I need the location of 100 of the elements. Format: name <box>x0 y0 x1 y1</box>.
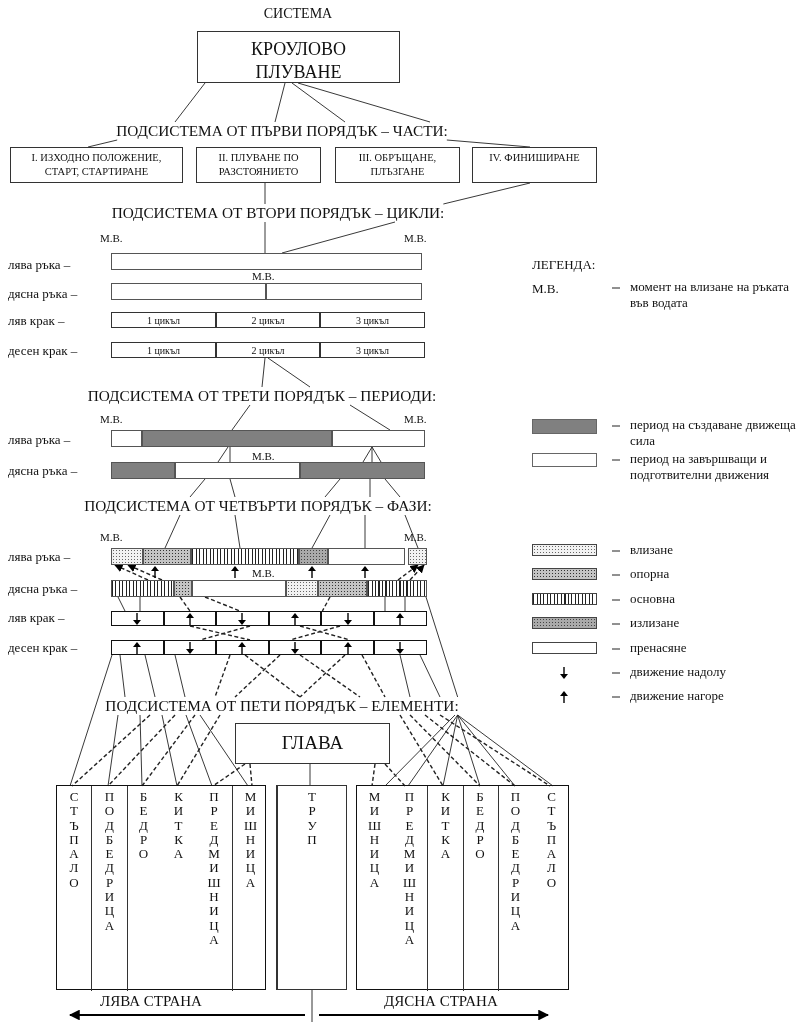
body-part-column: ПОДБЕДРИЦА <box>498 786 533 991</box>
connector-line <box>457 714 516 787</box>
connector-line <box>399 654 411 698</box>
section-heading: ПОДСИСТЕМА ОТ ПЕТИ ПОРЯДЪК – ЕЛЕМЕНТИ: <box>105 697 459 715</box>
period-segment <box>175 462 300 479</box>
cycle-segment: 3 цикъл <box>320 342 425 358</box>
legend-text: движение нагоре <box>630 688 725 704</box>
cycle-segment: 1 цикъл <box>111 312 216 328</box>
entry-marker-label: М.В. <box>252 270 275 282</box>
phase-segment <box>299 548 328 565</box>
leg-phase-cell <box>374 640 427 655</box>
body-part-column: КИТКА <box>161 786 196 991</box>
connector-line <box>404 514 419 549</box>
connector-line <box>309 763 311 786</box>
part-box: IV. ФИНИШИРАНЕ <box>472 147 597 183</box>
row-label: десен крак – <box>8 343 78 359</box>
legend-text: момент на влизане на ръката във водата <box>630 279 790 311</box>
connector-line <box>291 82 346 123</box>
period-segment <box>111 430 142 447</box>
section-heading: ПОДСИСТЕМА ОТ ПЪРВИ ПОРЯДЪК – ЧАСТИ: <box>116 122 448 140</box>
connector-line <box>407 714 459 787</box>
connector-line <box>371 446 373 463</box>
entry-marker-label: М.В. <box>100 413 123 425</box>
connector-line <box>384 763 406 787</box>
entry-marker-label: М.В. <box>100 531 123 543</box>
body-part-box: ГЛАВА <box>235 723 390 764</box>
connector-line <box>234 654 281 698</box>
connector-line <box>424 714 516 787</box>
entry-marker-label: М.В. <box>404 531 427 543</box>
diagram-title: СИСТЕМА <box>263 6 333 22</box>
entry-marker-label: М.В. <box>252 450 275 462</box>
connector-line <box>399 714 444 787</box>
connector-line <box>204 596 241 612</box>
connector-line <box>199 625 251 641</box>
period-segment <box>300 462 425 479</box>
part-box: I. ИЗХОДНО ПОЛОЖЕНИЕ, СТАРТ, СТАРТИРАНЕ <box>10 147 183 183</box>
row-label: ЛЕГЕНДА: <box>532 257 596 273</box>
leg-phase-cell <box>321 611 374 626</box>
connector-line <box>174 82 206 123</box>
connector-line <box>349 404 391 431</box>
phase-segment <box>192 580 286 597</box>
cycle-segment: 2 цикъл <box>216 312 320 328</box>
body-part-column: ТРУП <box>276 785 347 990</box>
body-part-column: СТЪПАЛО <box>57 786 91 991</box>
connector-line <box>69 654 113 787</box>
row-label: лява ръка – <box>8 432 71 448</box>
arrow <box>127 564 163 581</box>
connector-line <box>189 478 206 498</box>
cycle-segment: 1 цикъл <box>111 342 216 358</box>
connector-line <box>324 478 341 498</box>
body-part-column: МИШНИЦА <box>357 786 392 991</box>
connector-line <box>244 654 301 698</box>
row-label: дясна ръка – <box>8 286 78 302</box>
leg-phase-cell <box>163 611 217 626</box>
legend-text: излизане <box>630 615 681 631</box>
connector-line <box>442 714 459 787</box>
leg-phase-cell <box>163 640 217 655</box>
connector-line <box>87 139 118 148</box>
connector-line <box>321 596 331 612</box>
legend-text: опорна <box>630 566 671 582</box>
row-label: М.В. <box>532 281 559 297</box>
connector-line <box>214 654 231 698</box>
period-segment <box>111 462 175 479</box>
column-group-box <box>356 785 569 990</box>
connector-line <box>107 714 176 787</box>
body-part-column: КИТКА <box>427 786 464 991</box>
side-label: ДЯСНА СТРАНА <box>384 993 498 1010</box>
body-part-column: СТЪПАЛО <box>533 786 570 991</box>
connector-line <box>299 625 351 641</box>
leg-phase-cell <box>374 611 427 626</box>
body-part-column: БЕДРО <box>126 786 161 991</box>
connector-line <box>409 714 481 787</box>
row-label: десен крак – <box>8 640 78 656</box>
row-label: лява ръка – <box>8 257 71 273</box>
phase-segment <box>111 580 174 597</box>
title-box: КРОУЛОВО ПЛУВАНЕ <box>197 31 400 83</box>
connector-line <box>229 446 231 463</box>
phase-segment <box>367 580 427 597</box>
connector-line <box>141 714 196 787</box>
phase-segment <box>143 548 191 565</box>
connector-line <box>139 714 143 787</box>
phase-segment <box>408 548 427 565</box>
arrow <box>114 564 149 581</box>
legend-text: основна <box>630 591 676 607</box>
body-part-column: МИШНИЦА <box>232 786 268 991</box>
connector-line <box>176 714 221 787</box>
arrow <box>397 564 419 581</box>
legend-text: пренасяне <box>630 640 688 656</box>
connector-line <box>144 654 156 698</box>
entry-marker-label: М.В. <box>100 232 123 244</box>
body-part-column: ПРЕДМИШНИЦА <box>392 786 427 991</box>
leg-phase-cell <box>321 640 374 655</box>
row-label: ляв крак – <box>8 313 65 329</box>
connector-line <box>457 714 481 787</box>
leg-phase-cell <box>216 611 269 626</box>
arrow <box>409 564 425 581</box>
connector-line <box>264 221 266 254</box>
phase-segment <box>318 580 367 597</box>
connector-line <box>107 714 119 787</box>
connector-line <box>299 654 361 698</box>
